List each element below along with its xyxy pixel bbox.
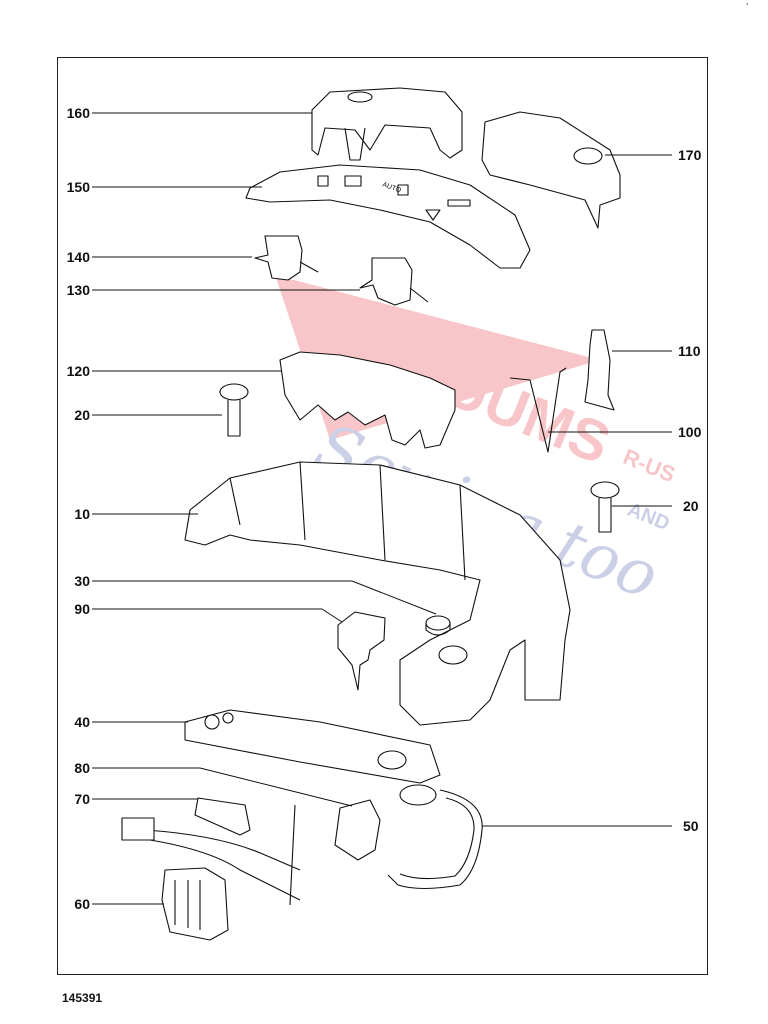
callout-70: 70	[74, 791, 90, 807]
callout-140: 140	[66, 249, 90, 265]
part-110-clip	[584, 329, 615, 411]
part-160-top-cover	[311, 87, 463, 161]
part-150-control-panel: AUTO	[245, 164, 531, 269]
diagram-frame	[57, 57, 708, 975]
part-100-spring	[509, 367, 567, 453]
callout-90: 90	[74, 601, 90, 617]
callout-50: 50	[683, 818, 699, 834]
part-40-circuit-board	[184, 709, 441, 806]
callout-150: 150	[66, 179, 90, 195]
part-80-connector	[334, 799, 381, 861]
part-30-grommet	[425, 615, 451, 636]
callout-130: 130	[66, 282, 90, 298]
part-120-button-carrier	[279, 351, 456, 449]
part-130-button	[359, 257, 429, 306]
callout-120: 120	[66, 363, 90, 379]
callout-30: 30	[74, 573, 90, 589]
callout-100: 100	[678, 424, 702, 440]
callout-160: 160	[66, 105, 90, 121]
callout-10: 10	[74, 506, 90, 522]
callout-40: 40	[74, 714, 90, 730]
part-140-button	[254, 235, 319, 281]
callout-80: 80	[74, 760, 90, 776]
callout-170: 170	[678, 147, 702, 163]
part-10-upper-housing	[184, 461, 571, 726]
callout-20-left: 20	[74, 407, 90, 423]
callout-110: 110	[678, 343, 701, 359]
part-20-screw-right	[590, 481, 620, 533]
watermark-rus: R-US	[620, 444, 679, 487]
leader-lines	[92, 112, 672, 905]
document-number: 145391	[62, 991, 103, 1005]
callout-20-right: 20	[683, 498, 699, 514]
part-50-hose	[387, 789, 483, 890]
part-170-end-cap	[481, 111, 621, 229]
callout-60: 60	[74, 896, 90, 912]
part-90-bracket	[337, 611, 386, 691]
part-60-terminal-block	[161, 867, 229, 941]
part-20-screw-left	[219, 383, 249, 437]
part-70-wire-harness	[121, 797, 301, 906]
corner-mark: ’	[746, 2, 749, 13]
